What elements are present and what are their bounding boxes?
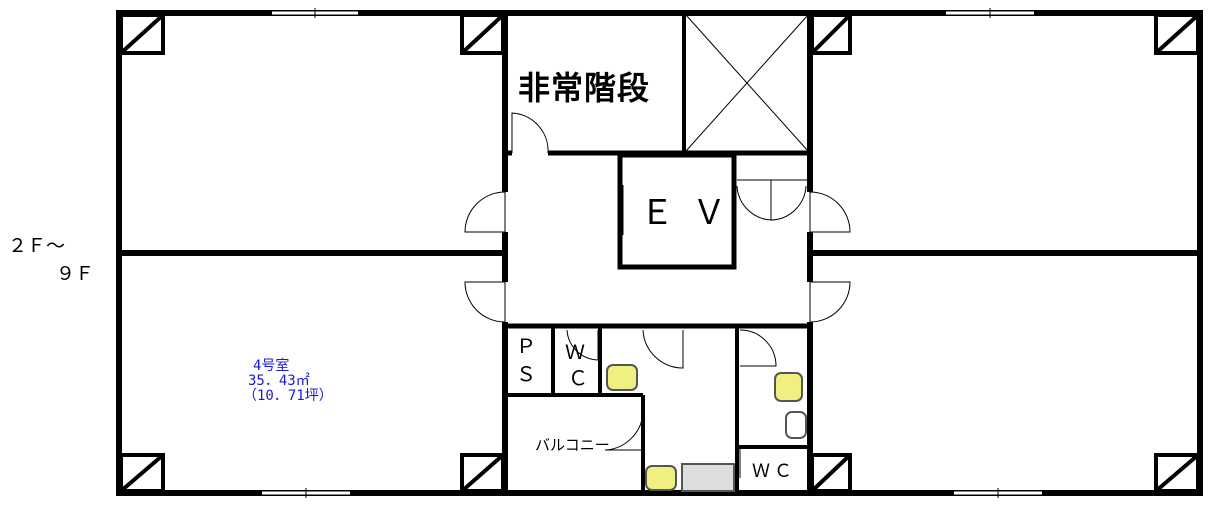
unit-label-area-tsubo: （10．71坪） <box>243 388 333 404</box>
room-label-wc-top: Ｗ <box>565 340 585 364</box>
room-label-balcony: バルコニー <box>535 436 610 454</box>
window-frames <box>262 8 1042 498</box>
room-label-toilet: ＷＣ <box>752 461 796 482</box>
room-label-wc-bottom: Ｃ <box>568 366 588 390</box>
room-label-ps-bottom: Ｓ <box>516 362 536 386</box>
door-openings <box>501 149 814 322</box>
toilet-fixture <box>774 372 803 402</box>
room-label-emergency-stairs: 非常階段 <box>518 69 651 107</box>
shaft-cross <box>685 14 809 152</box>
floor-label-line1: ２Ｆ～ <box>8 235 66 257</box>
unit-label-area-sqm: 35．43㎡ <box>248 373 310 389</box>
room-label-ps-top: Ｐ <box>516 334 536 358</box>
elevator-box <box>617 152 737 270</box>
room-label-elevator: ＥＶ <box>640 193 744 233</box>
sink-fixture <box>681 463 735 492</box>
floor-label-line2: ９Ｆ <box>56 263 95 285</box>
tank-fixture <box>785 411 807 439</box>
door-swings <box>464 112 851 478</box>
column-blocks <box>119 13 1200 493</box>
toilet-fixture <box>645 465 677 491</box>
unit-label-name: 4号室 <box>253 358 290 374</box>
toilet-fixture <box>606 364 638 391</box>
